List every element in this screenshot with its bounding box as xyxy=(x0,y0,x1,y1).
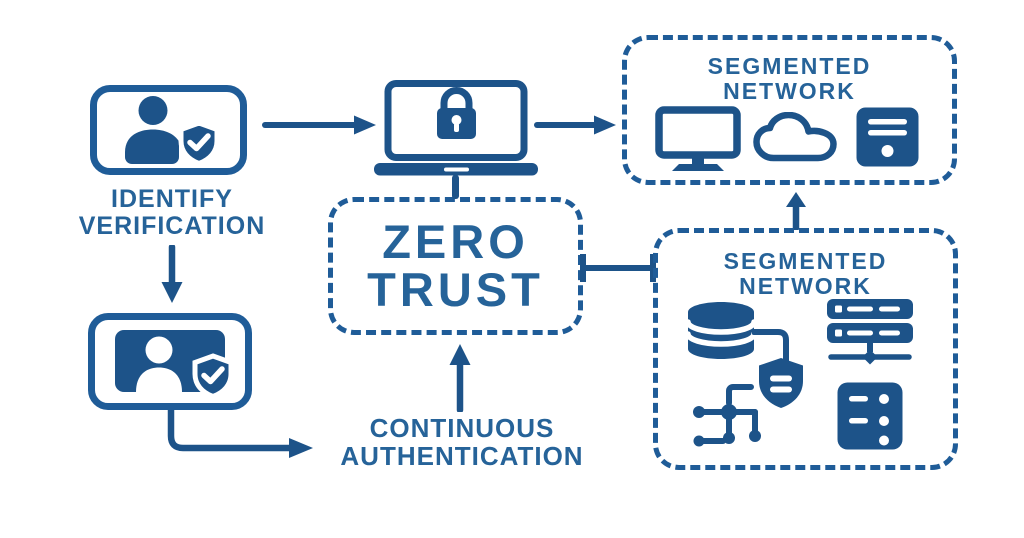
database-shield-connector xyxy=(752,329,789,366)
segmented-network-top-label: SEGMENTED NETWORK xyxy=(627,40,952,104)
arrow-laptop-to-network-icon xyxy=(534,115,616,135)
arrow-identity-to-laptop-icon xyxy=(262,115,376,135)
server-rack-icon xyxy=(827,299,913,365)
identity-verification-box xyxy=(90,85,247,175)
id-card-shield-icon xyxy=(115,330,234,400)
segmented-network-bottom-line2: NETWORK xyxy=(739,273,872,299)
id-card-box xyxy=(88,313,252,410)
identity-verification-line1: IDENTIFY xyxy=(111,185,233,213)
laptop-zero-trust-connector xyxy=(452,175,459,199)
zero-trust-label: ZERO TRUST xyxy=(367,218,544,314)
continuous-authentication-label: CONTINUOUS AUTHENTICATION xyxy=(322,414,602,470)
elbow-arrow-icon xyxy=(167,410,313,458)
shield-icon xyxy=(759,358,803,408)
identity-verification-line2: VERIFICATION xyxy=(78,212,266,240)
cloud-icon xyxy=(753,112,837,162)
zero-trust-box: ZERO TRUST xyxy=(328,197,583,335)
zero-trust-to-network-connector xyxy=(583,265,653,271)
monitor-icon xyxy=(655,106,741,171)
server-tower-icon xyxy=(837,382,903,450)
zero-trust-line2: TRUST xyxy=(367,263,544,316)
arrow-network-up-icon xyxy=(786,192,806,230)
segmented-network-top-box: SEGMENTED NETWORK xyxy=(622,35,957,185)
laptop-lock-icon xyxy=(374,80,538,176)
server-icon xyxy=(856,107,919,167)
connector-left-cap xyxy=(580,254,586,282)
identity-verification-label: IDENTIFY VERIFICATION xyxy=(47,186,297,240)
continuous-authentication-line1: CONTINUOUS xyxy=(369,413,555,443)
segmented-network-bottom-label: SEGMENTED NETWORK xyxy=(658,233,953,299)
continuous-authentication-line2: AUTHENTICATION xyxy=(340,441,584,471)
segmented-network-top-line2: NETWORK xyxy=(723,78,856,104)
segmented-network-bottom-line1: SEGMENTED xyxy=(723,248,888,274)
zero-trust-line1: ZERO xyxy=(382,215,529,268)
segmented-network-bottom-box: SEGMENTED NETWORK xyxy=(653,228,958,470)
arrow-down-icon xyxy=(161,245,183,303)
circuit-nodes-icon xyxy=(693,384,761,447)
user-shield-check-icon xyxy=(124,96,219,164)
arrow-up-icon xyxy=(449,344,471,412)
segmented-network-top-line1: SEGMENTED xyxy=(707,53,872,79)
database-icon xyxy=(687,302,755,359)
